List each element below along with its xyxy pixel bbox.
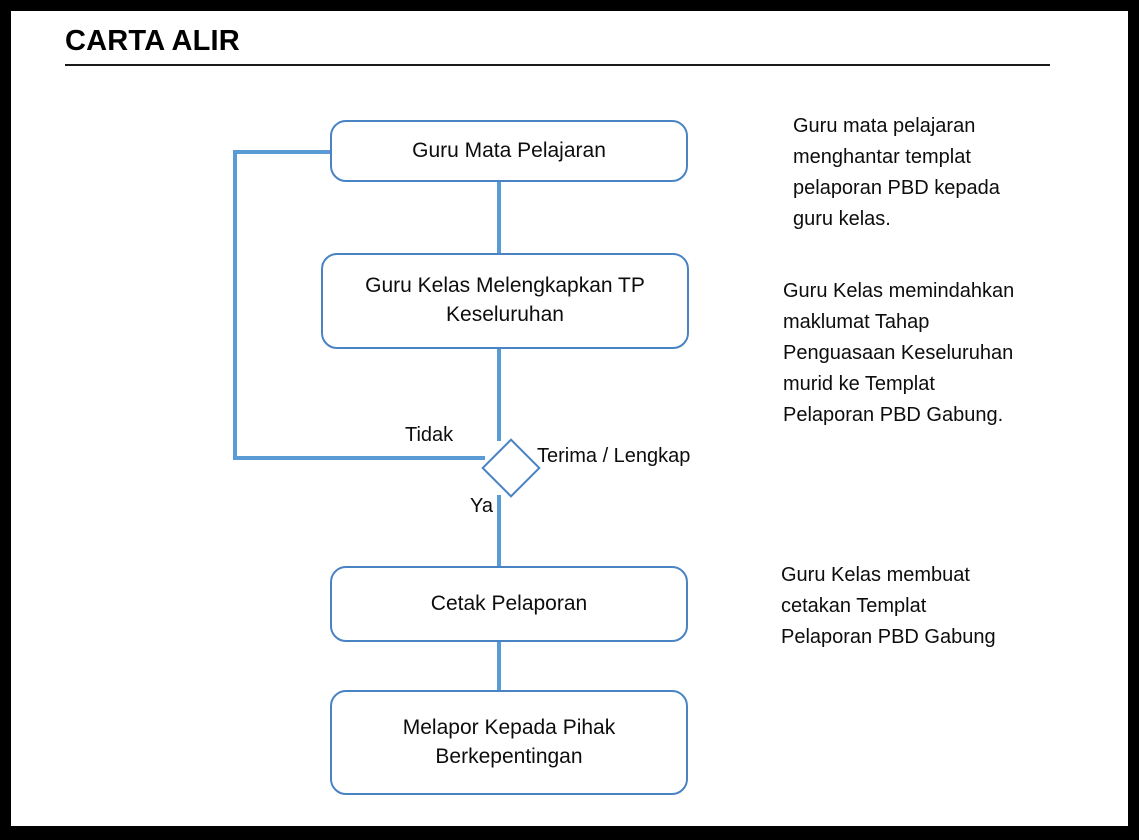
flow-node-decision-terima-lengkap[interactable] — [481, 438, 541, 498]
title-block: CARTA ALIR — [65, 25, 1050, 67]
flow-node-label: Guru Kelas Melengkapkan TP Keseluruhan — [365, 274, 645, 326]
annotation-guru-mata-pelajaran: Guru mata pelajaran menghantar templat p… — [793, 115, 1000, 230]
flowchart: Guru Mata Pelajaran Guru Kelas Melengkap… — [11, 11, 1128, 826]
decision-label-terima-lengkap: Terima / Lengkap — [537, 445, 691, 467]
flow-node-guru-kelas-melengkapkan-tp[interactable]: Guru Kelas Melengkapkan TP Keseluruhan — [321, 253, 689, 349]
flow-node-label: Cetak Pelaporan — [430, 591, 588, 615]
connector-feedback-horizontal-top — [233, 150, 333, 154]
edge-label-tidak: Tidak — [405, 424, 454, 446]
connector-feedback-horizontal-bottom — [233, 456, 485, 460]
connector-cetak-pelaporan-to-melapor-pihak — [497, 641, 501, 691]
diamond-shape — [481, 438, 541, 498]
title-underline-divider — [65, 64, 1050, 67]
connector-guru-kelas-tp-to-decision — [497, 348, 501, 441]
slide-canvas: CARTA ALIR Guru Mata Pelajaran Guru Kela… — [11, 11, 1128, 826]
flow-node-label: Guru Mata Pelajaran — [412, 138, 606, 162]
page-title: CARTA ALIR — [65, 25, 240, 57]
annotation-guru-kelas-membuat-cetakan: Guru Kelas membuat cetakan Templat Pelap… — [781, 564, 996, 648]
flow-node-cetak-pelaporan[interactable]: Cetak Pelaporan — [330, 566, 688, 642]
connector-feedback-vertical — [233, 150, 237, 460]
connector-decision-ya-to-cetak-pelaporan — [497, 495, 501, 567]
flow-node-guru-mata-pelajaran[interactable]: Guru Mata Pelajaran — [330, 120, 688, 182]
connector-guru-mata-pelajaran-to-guru-kelas-tp — [497, 181, 501, 255]
flow-node-melapor-kepada-pihak-berkepentingan[interactable]: Melapor Kepada Pihak Berkepentingan — [330, 690, 688, 795]
annotation-guru-kelas-memindahkan: Guru Kelas memindahkan maklumat Tahap Pe… — [783, 280, 1015, 426]
edge-label-ya: Ya — [470, 495, 493, 517]
flow-node-label: Melapor Kepada Pihak Berkepentingan — [402, 715, 616, 768]
